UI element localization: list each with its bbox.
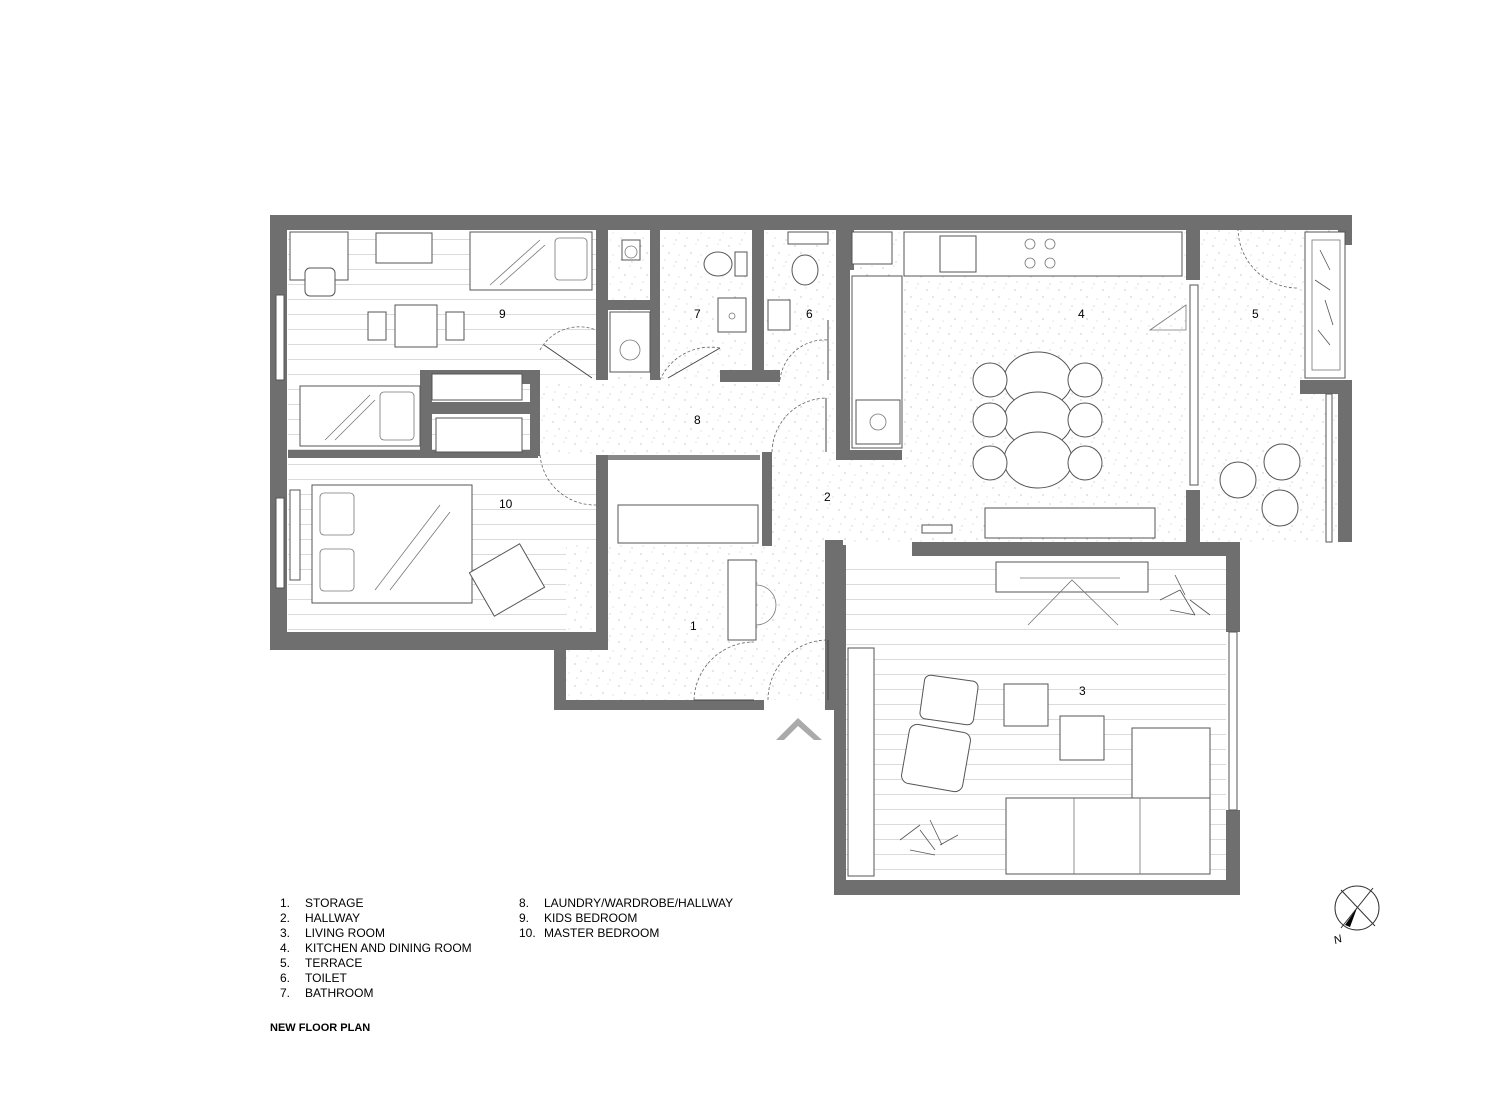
room-numbers: 1 2 3 4 5 6 7 8 9 10 <box>499 307 1259 698</box>
entry-arrow <box>776 718 822 740</box>
master-bedroom-furniture <box>289 454 597 617</box>
room-number-6: 6 <box>806 307 813 321</box>
legend-item-number: 7. <box>280 986 291 1000</box>
legend-item-label: KITCHEN AND DINING ROOM <box>305 941 472 955</box>
legend-column-2: 8. LAUNDRY/WARDROBE/HALLWAY 9. KIDS BEDROOM… <box>519 896 733 941</box>
laundry-furniture <box>608 311 760 544</box>
bathroom-fixtures <box>621 239 748 333</box>
plan-title: NEW FLOOR PLAN <box>270 1022 371 1034</box>
legend-item-label: BATHROOM <box>305 986 374 1000</box>
legend-item: 9. KIDS BEDROOM <box>519 911 733 926</box>
walls <box>270 215 1352 895</box>
legend-item: 2. HALLWAY <box>280 911 472 926</box>
kitchen-furniture <box>851 231 1187 539</box>
legend-item-number: 9. <box>519 911 530 925</box>
room-number-2: 2 <box>824 490 831 504</box>
room-number-10: 10 <box>499 497 513 511</box>
windows <box>275 284 1333 811</box>
legend-column-1: 1. STORAGE 2. HALLWAY 3. LIVING ROOM 4. KITCHEN… <box>280 896 472 1001</box>
dining-table <box>972 351 1103 489</box>
plants <box>899 249 1334 856</box>
legend-item-label: HALLWAY <box>305 911 361 925</box>
living-room-furniture <box>847 561 1211 877</box>
legend-item-number: 5. <box>280 956 291 970</box>
legend-item: 6. TOILET <box>280 971 472 986</box>
north-arrow: N <box>1332 885 1380 947</box>
legend-item: 4. KITCHEN AND DINING ROOM <box>280 941 472 956</box>
room-number-3: 3 <box>1079 684 1086 698</box>
room-number-7: 7 <box>694 307 701 321</box>
room-number-8: 8 <box>694 413 701 427</box>
toilet-fixtures <box>767 231 829 381</box>
legend-item-number: 10. <box>519 926 536 940</box>
storage-furniture <box>693 559 829 701</box>
room-number-4: 4 <box>1078 307 1085 321</box>
legend-item-label: STORAGE <box>305 896 364 910</box>
legend-item-number: 8. <box>519 896 530 910</box>
legend-item-label: TOILET <box>305 971 347 985</box>
legend-item-number: 1. <box>280 896 291 910</box>
legend-item-label: TERRACE <box>305 956 363 970</box>
legend-item: 7. BATHROOM <box>280 986 472 1001</box>
floor-storage <box>566 545 834 700</box>
terrace-furniture <box>1219 227 1346 527</box>
legend-item-label: KIDS BEDROOM <box>544 911 638 925</box>
legend-item: 5. TERRACE <box>280 956 472 971</box>
north-label: N <box>1332 933 1344 947</box>
legend-item-number: 4. <box>280 941 291 955</box>
legend-item: 3. LIVING ROOM <box>280 926 472 941</box>
legend-item-label: MASTER BEDROOM <box>544 926 660 940</box>
legend-item-label: LAUNDRY/WARDROBE/HALLWAY <box>544 896 734 910</box>
kids-bedroom-furniture <box>289 231 597 453</box>
legend-item-number: 6. <box>280 971 291 985</box>
legend-item: 1. STORAGE <box>280 896 472 911</box>
legend-item-number: 3. <box>280 926 291 940</box>
legend-item: 10. MASTER BEDROOM <box>519 926 733 941</box>
legend-item-number: 2. <box>280 911 291 925</box>
room-number-5: 5 <box>1252 307 1259 321</box>
legend-item: 8. LAUNDRY/WARDROBE/HALLWAY <box>519 896 733 911</box>
legend-item-label: LIVING ROOM <box>305 926 386 940</box>
room-number-9: 9 <box>499 307 506 321</box>
room-number-1: 1 <box>690 619 697 633</box>
hallway-doors <box>771 397 827 453</box>
